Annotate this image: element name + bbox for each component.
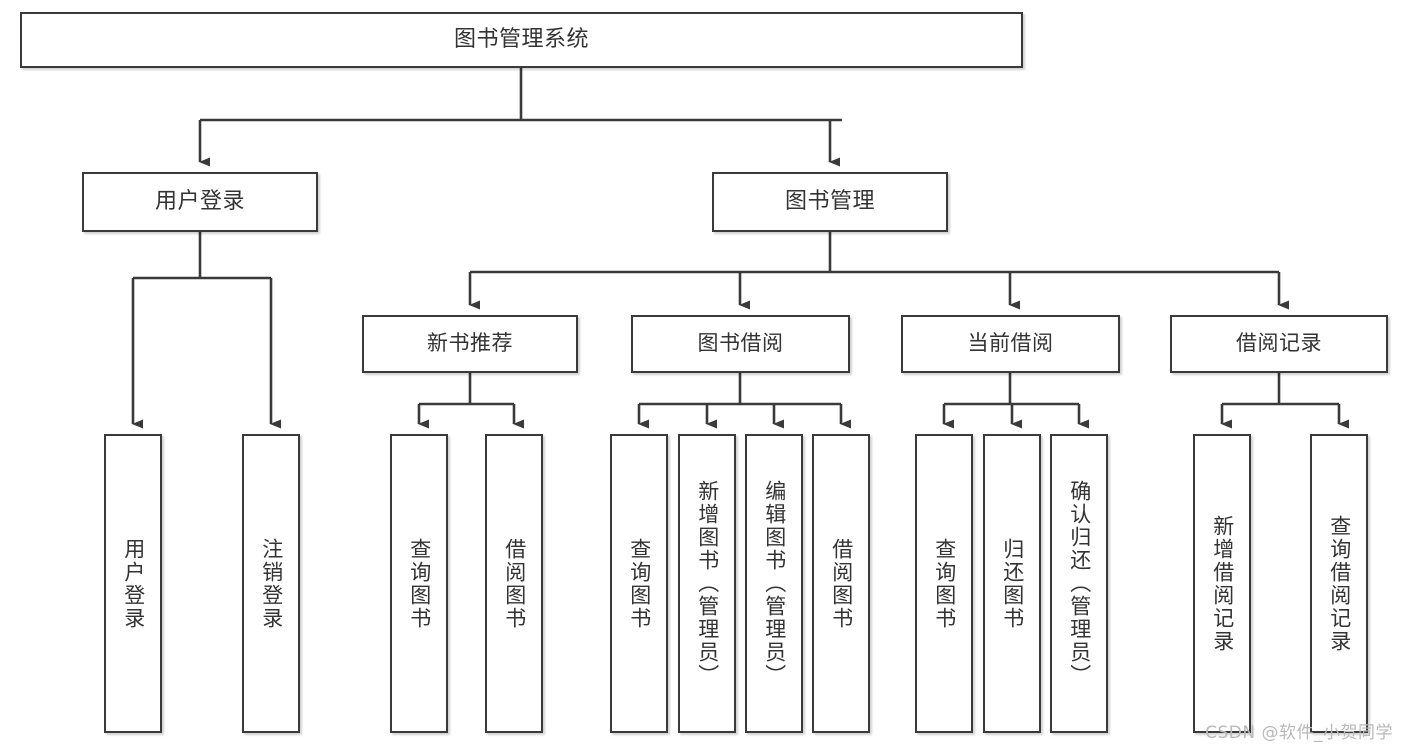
node-new-book-recommend-label: 新书推荐 xyxy=(427,331,513,356)
node-leaf-label: 确认归还（管理员） xyxy=(1067,480,1092,687)
node-leaf[interactable]: 编辑图书（管理员） xyxy=(745,434,803,733)
node-leaf[interactable]: 查询图书 xyxy=(610,434,668,733)
node-leaf[interactable]: 借阅图书 xyxy=(485,434,543,733)
node-leaf[interactable]: 新增图书（管理员） xyxy=(678,434,736,733)
csdn-watermark: CSDN @软件_小贺同学 xyxy=(1205,723,1393,743)
node-user-login[interactable]: 用户登录 xyxy=(82,172,318,232)
node-leaf-label: 归还图书 xyxy=(1000,537,1025,630)
node-leaf-label: 编辑图书（管理员） xyxy=(762,480,787,687)
node-leaf-label: 注销登录 xyxy=(259,537,284,630)
node-book-borrow-label: 图书借阅 xyxy=(697,331,784,356)
node-book-management[interactable]: 图书管理 xyxy=(712,172,948,232)
node-leaf-label: 用户登录 xyxy=(121,537,146,630)
node-leaf-label: 新增借阅记录 xyxy=(1210,514,1235,653)
node-leaf-label: 查询图书 xyxy=(932,537,957,630)
node-leaf[interactable]: 查询借阅记录 xyxy=(1310,434,1368,733)
node-leaf[interactable]: 查询图书 xyxy=(915,434,973,733)
node-book-borrow[interactable]: 图书借阅 xyxy=(631,315,850,373)
node-leaf[interactable]: 新增借阅记录 xyxy=(1193,434,1251,733)
node-leaf-label: 查询图书 xyxy=(627,537,652,630)
node-leaf[interactable]: 确认归还（管理员） xyxy=(1050,434,1108,733)
node-leaf-label: 借阅图书 xyxy=(829,537,854,630)
node-user-login-label: 用户登录 xyxy=(154,188,245,214)
node-book-management-label: 图书管理 xyxy=(784,188,875,214)
node-leaf-label: 查询图书 xyxy=(407,537,432,630)
node-leaf-label: 查询借阅记录 xyxy=(1327,514,1352,653)
node-borrow-record-label: 借阅记录 xyxy=(1236,331,1322,356)
node-current-borrow-label: 当前借阅 xyxy=(967,331,1054,356)
node-current-borrow[interactable]: 当前借阅 xyxy=(901,315,1120,373)
node-borrow-record[interactable]: 借阅记录 xyxy=(1170,315,1388,373)
node-root-system[interactable]: 图书管理系统 xyxy=(20,12,1023,68)
node-leaf[interactable]: 借阅图书 xyxy=(812,434,870,733)
node-leaf[interactable]: 归还图书 xyxy=(983,434,1041,733)
node-root-system-label: 图书管理系统 xyxy=(453,26,589,52)
node-leaf[interactable]: 用户登录 xyxy=(104,434,162,733)
node-leaf-label: 借阅图书 xyxy=(502,537,527,630)
node-new-book-recommend[interactable]: 新书推荐 xyxy=(362,315,578,373)
node-leaf-label: 新增图书（管理员） xyxy=(695,480,720,687)
node-leaf[interactable]: 注销登录 xyxy=(242,434,300,733)
node-leaf[interactable]: 查询图书 xyxy=(390,434,448,733)
